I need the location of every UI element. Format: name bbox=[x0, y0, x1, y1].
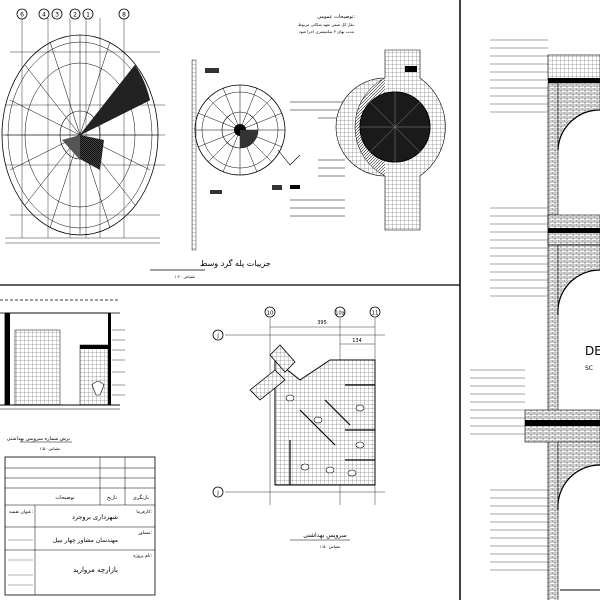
stair-detail-scale: مقیاس ۱:۲۰ bbox=[174, 274, 195, 279]
project-value: بازارچه مروارید bbox=[73, 566, 118, 574]
consultant-label: مشاور: bbox=[137, 531, 152, 536]
svg-text:J: J bbox=[216, 491, 219, 497]
svg-text:8: 8 bbox=[122, 12, 126, 19]
section-detail-subtitle: SC bbox=[585, 365, 593, 372]
grid-bubble: 10a bbox=[334, 306, 346, 318]
svg-text:10a: 10a bbox=[335, 311, 344, 317]
grid-bubble: 1 bbox=[82, 8, 94, 20]
dome-detail bbox=[335, 49, 446, 231]
consultant-value: مهندسان مشاور چهار نبیل bbox=[53, 537, 118, 544]
svg-text:10: 10 bbox=[267, 311, 274, 317]
dimension-total: 395 bbox=[317, 320, 327, 326]
title-block-description: توضیحات bbox=[55, 495, 75, 501]
grid-bubble: 2 bbox=[69, 8, 81, 20]
employer-label: کارفرما: bbox=[136, 509, 152, 515]
title-block: توضیحات تاریخ بازنگری کارفرما: شهرداری ب… bbox=[4, 456, 156, 596]
grid-bubble: 6 bbox=[16, 8, 28, 20]
svg-text:J: J bbox=[216, 334, 219, 340]
wall-section: DE SC bbox=[470, 39, 600, 600]
svg-text:4: 4 bbox=[42, 12, 46, 19]
grid-bubble: J bbox=[212, 329, 224, 341]
dimension-right: 134 bbox=[352, 338, 362, 344]
toilet-section-title: برش شماره سرویس بهداشتی bbox=[7, 436, 70, 442]
notes-heading: توضیحات عمومی: bbox=[317, 14, 355, 20]
grid-bubble: 8 bbox=[118, 8, 130, 20]
grid-bubble: J bbox=[212, 486, 224, 498]
svg-text:1: 1 bbox=[86, 12, 90, 19]
grid-bubble: 11 bbox=[369, 306, 381, 318]
note-line: نقل کل ضمن تعهد سکانی مربوط. bbox=[298, 22, 355, 27]
stair-detail-title: جزییات پله گرد وسط bbox=[200, 258, 271, 268]
toilet-plan-title: سرویس بهداشتی bbox=[303, 532, 347, 539]
title-block-date: تاریخ bbox=[107, 495, 118, 501]
stair-plan-large: 6 4 3 2 1 8 جزیی bbox=[1, 8, 271, 279]
grid-bubbles-top: 6 4 3 2 1 8 bbox=[16, 8, 130, 20]
grid-bubble: 10 bbox=[264, 306, 276, 318]
grid-bubble: 4 bbox=[38, 8, 50, 20]
svg-text:6: 6 bbox=[20, 12, 24, 19]
section-detail-title: DE bbox=[585, 344, 600, 358]
svg-text:3: 3 bbox=[55, 12, 59, 19]
stair-notes: توضیحات عمومی: نقل کل ضمن تعهد سکانی مرب… bbox=[290, 14, 355, 217]
sheet-label: عنوان نقشه: bbox=[9, 510, 33, 515]
grid-bubble: 3 bbox=[51, 8, 63, 20]
note-line: مدت بهای ۳ سانتیمتری اجرا شود. bbox=[299, 29, 355, 34]
title-block-revision: بازنگری bbox=[133, 494, 149, 501]
svg-text:11: 11 bbox=[372, 311, 379, 317]
stair-plan-small bbox=[191, 59, 301, 251]
toilet-section-scale: مقیاس ۱:۵۰ bbox=[39, 446, 60, 451]
annotation-leaders bbox=[470, 39, 548, 571]
toilet-section: برش شماره سرویس بهداشتی مقیاس ۱:۵۰ bbox=[0, 299, 125, 451]
svg-text:2: 2 bbox=[73, 12, 77, 19]
project-label: نام پروژه: bbox=[133, 554, 152, 559]
toilet-plan: 10 10a 11 J J 395 134 سرویس بهداشتی bbox=[212, 306, 385, 549]
toilet-plan-scale: مقیاس ۱:۵۰ bbox=[320, 544, 341, 549]
employer-value: شهرداری بروجرد bbox=[72, 513, 118, 521]
